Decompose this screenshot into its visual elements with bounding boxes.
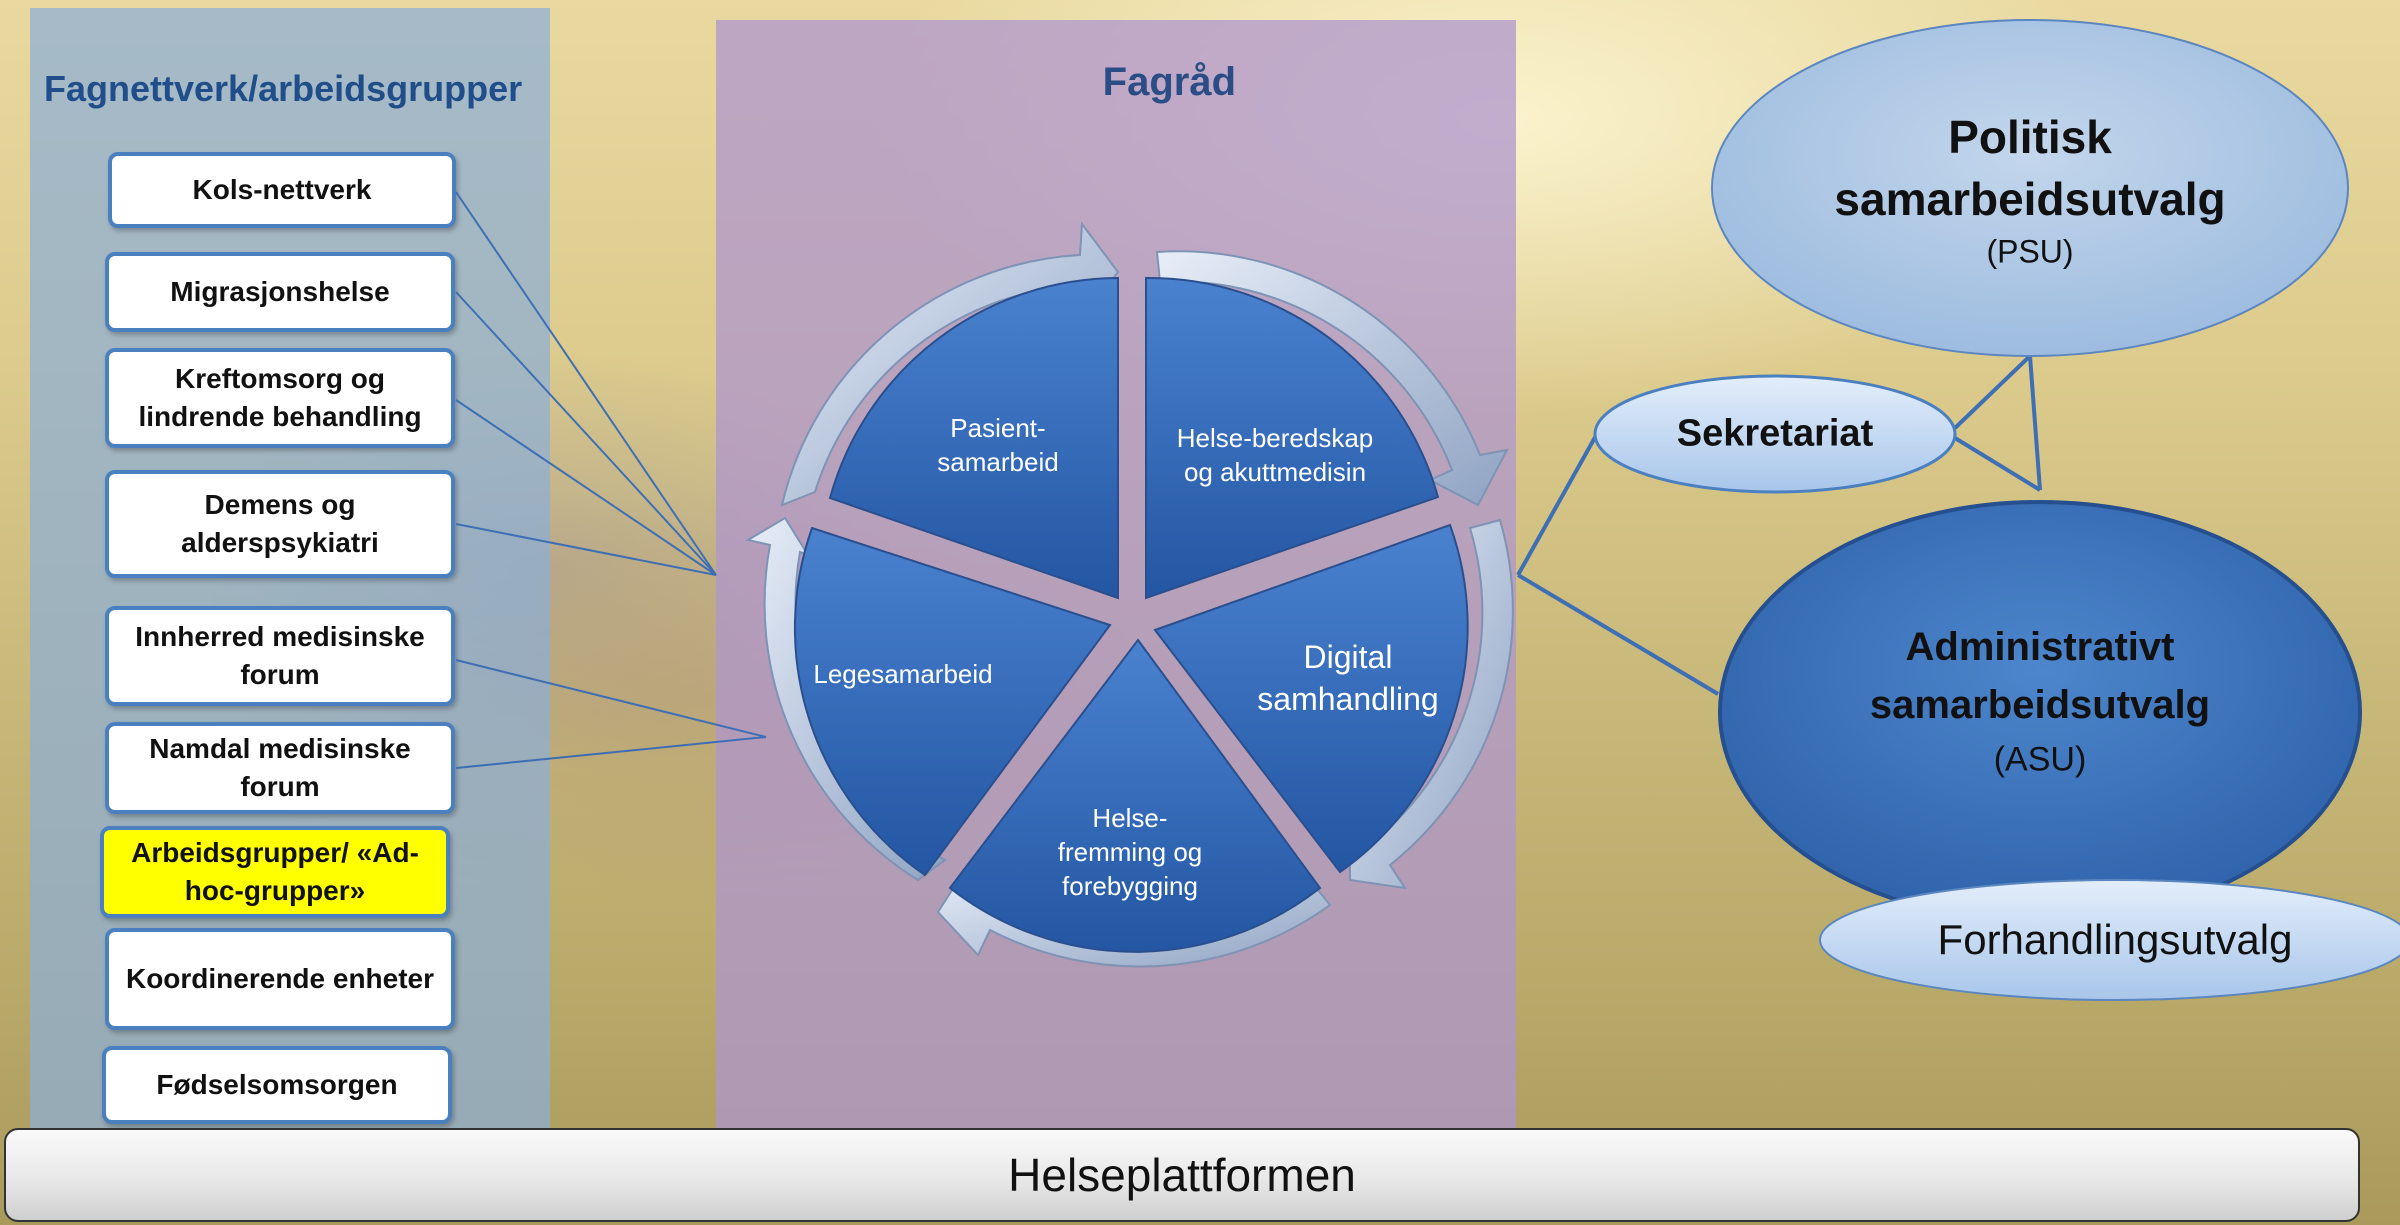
cycle-segments xyxy=(793,276,1469,953)
segment-label-digital: Digital samhandling xyxy=(1257,639,1439,717)
left-item-kreftomsorg: Kreftomsorg og lindrende behandling xyxy=(105,348,455,448)
left-item-kols: Kols-nettverk xyxy=(108,152,456,228)
asu-abbr: (ASU) xyxy=(1993,740,2087,779)
segment-helsefremming xyxy=(948,638,1322,953)
left-item-namdal: Namdal medisinske forum xyxy=(105,722,455,814)
left-item-innherred: Innherred medisinske forum xyxy=(105,606,455,706)
helseplattformen-bar: Helseplattformen xyxy=(4,1128,2360,1222)
segment-legesamarbeid xyxy=(793,526,1112,877)
asu-title: Administrativt samarbeidsutvalg xyxy=(1869,625,2211,727)
left-panel-title: Fagnettverk/arbeidsgrupper xyxy=(44,68,523,109)
segment-label-helsefremming: Helse- fremming og forebygging xyxy=(1057,803,1203,901)
segment-label-legesamarbeid: Legesamarbeid xyxy=(813,659,993,689)
middle-panel-title: Fagråd xyxy=(1102,60,1236,104)
sekretariat-label: Sekretariat xyxy=(1676,412,1874,455)
left-connector-lines xyxy=(455,191,767,769)
left-item-demens: Demens og alderspsykiatri xyxy=(105,470,455,578)
sekretariat-pill xyxy=(1593,374,1957,494)
segment-helseberedskap xyxy=(1145,276,1440,600)
left-item-fodselsomsorgen: Fødselsomsorgen xyxy=(102,1046,452,1124)
segment-pasientsamarbeid xyxy=(828,276,1119,600)
segment-digital xyxy=(1153,523,1469,874)
left-item-koordinerende: Koordinerende enheter xyxy=(105,928,455,1030)
psu-abbr: (PSU) xyxy=(1986,233,2074,270)
right-connector-lines xyxy=(1516,354,2042,696)
forhandling-pill xyxy=(1819,879,2400,1001)
forhandling-label: Forhandlingsutvalg xyxy=(1937,916,2293,963)
psu-ellipse xyxy=(1711,19,2349,357)
left-item-migrasjonshelse: Migrasjonshelse xyxy=(105,252,455,332)
left-item-arbeidsgrupper: Arbeidsgrupper/ «Ad-hoc-grupper» xyxy=(100,826,450,918)
segment-label-pasientsamarbeid: Pasient- samarbeid xyxy=(937,413,1059,477)
psu-title: Politisk samarbeidsutvalg xyxy=(1834,111,2226,225)
segment-label-helseberedskap: Helse-beredskap og akuttmedisin xyxy=(1176,423,1374,487)
